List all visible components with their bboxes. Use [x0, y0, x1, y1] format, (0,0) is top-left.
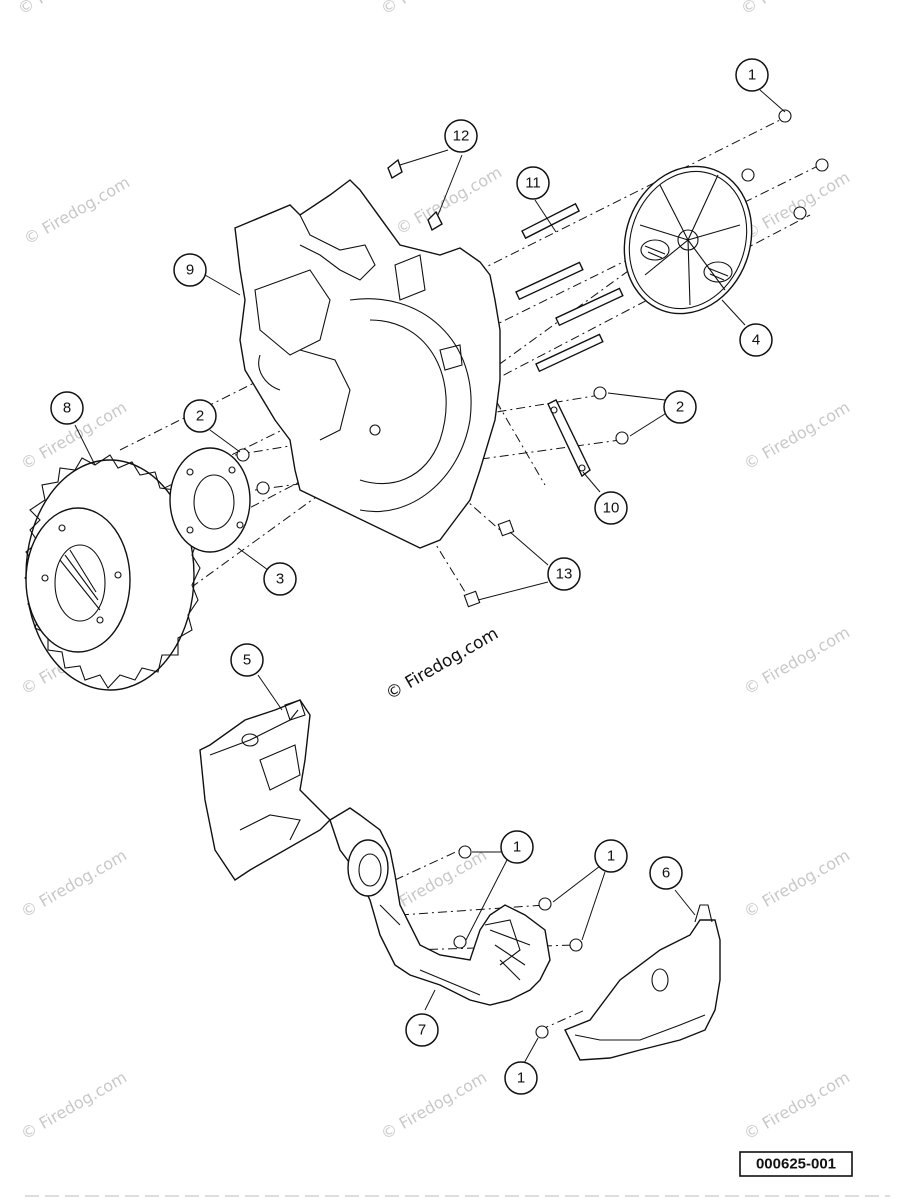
svg-text:6: 6 [662, 865, 670, 882]
watermark-text: © Firedog.com [741, 623, 854, 699]
watermark-text: © Firedog.com [21, 173, 134, 249]
watermark-text: © Firedog.com [393, 163, 506, 239]
leader-lines [74, 89, 786, 1066]
svg-text:13: 13 [556, 566, 573, 583]
callout-12: 12 [444, 119, 478, 153]
svg-text:7: 7 [418, 1022, 426, 1039]
screws-right [593, 386, 629, 445]
svg-text:3: 3 [276, 571, 284, 588]
callout-11: 11 [516, 166, 550, 200]
svg-text:9: 9 [186, 262, 194, 279]
adapter-plate [169, 447, 251, 553]
watermark-text: © Firedog.com [18, 846, 131, 922]
screws-lower [453, 845, 583, 1039]
svg-text:10: 10 [603, 500, 620, 517]
watermark-text: © Firedog.com [18, 1068, 131, 1144]
rotating-screen [623, 165, 753, 315]
screws-left [236, 448, 270, 495]
screws-top [741, 109, 829, 220]
watermark-text: © Firedog.com [741, 398, 854, 474]
callout-5: 5 [230, 643, 264, 677]
watermark-text: © Firedog.com [378, 0, 491, 18]
callout-1-mid-left: 1 [500, 830, 534, 864]
callout-3: 3 [263, 562, 297, 596]
callout-2-right: 2 [663, 390, 697, 424]
watermark-text: © Firedog.com [738, 0, 851, 18]
lower-baffle [329, 807, 551, 1006]
svg-text:8: 8 [63, 400, 71, 417]
watermark-text: © Firedog.com [741, 846, 854, 922]
svg-text:1: 1 [513, 839, 521, 856]
cover [564, 904, 721, 1061]
flywheel [24, 454, 201, 691]
part-number-box: 000625-001 [739, 1151, 853, 1177]
svg-text:11: 11 [525, 175, 541, 192]
part-number: 000625-001 [756, 1156, 836, 1173]
screws-13 [463, 519, 515, 608]
callout-1-top: 1 [735, 58, 769, 92]
svg-text:1: 1 [607, 848, 615, 865]
svg-text:1: 1 [748, 67, 756, 84]
bracket [547, 399, 591, 478]
watermark-text: © Firedog.com [741, 168, 854, 244]
studs [515, 202, 624, 373]
svg-text:2: 2 [676, 399, 684, 416]
callout-7: 7 [405, 1013, 439, 1047]
callout-9: 9 [173, 253, 207, 287]
callout-1-bottom: 1 [504, 1061, 538, 1095]
watermark-main: © Firedog.com [383, 624, 502, 705]
callout-6: 6 [649, 856, 683, 890]
svg-text:4: 4 [752, 332, 760, 349]
callout-2-left: 2 [183, 399, 217, 433]
svg-text:12: 12 [453, 128, 470, 145]
callout-10: 10 [594, 491, 628, 525]
watermark-text: © Firedog.com [741, 1068, 854, 1144]
callout-13: 13 [547, 557, 581, 591]
svg-text:5: 5 [243, 652, 251, 669]
watermark-text: © Firedog.com [15, 0, 128, 18]
callout-4: 4 [739, 323, 773, 357]
callout-8: 8 [50, 391, 84, 425]
callout-1-mid-right: 1 [594, 839, 628, 873]
blower-housing [234, 179, 501, 549]
baffle [199, 699, 331, 881]
clip-parts [387, 158, 443, 232]
svg-text:1: 1 [517, 1070, 525, 1087]
svg-text:2: 2 [196, 408, 204, 425]
watermark-text: © Firedog.com [378, 1068, 491, 1144]
